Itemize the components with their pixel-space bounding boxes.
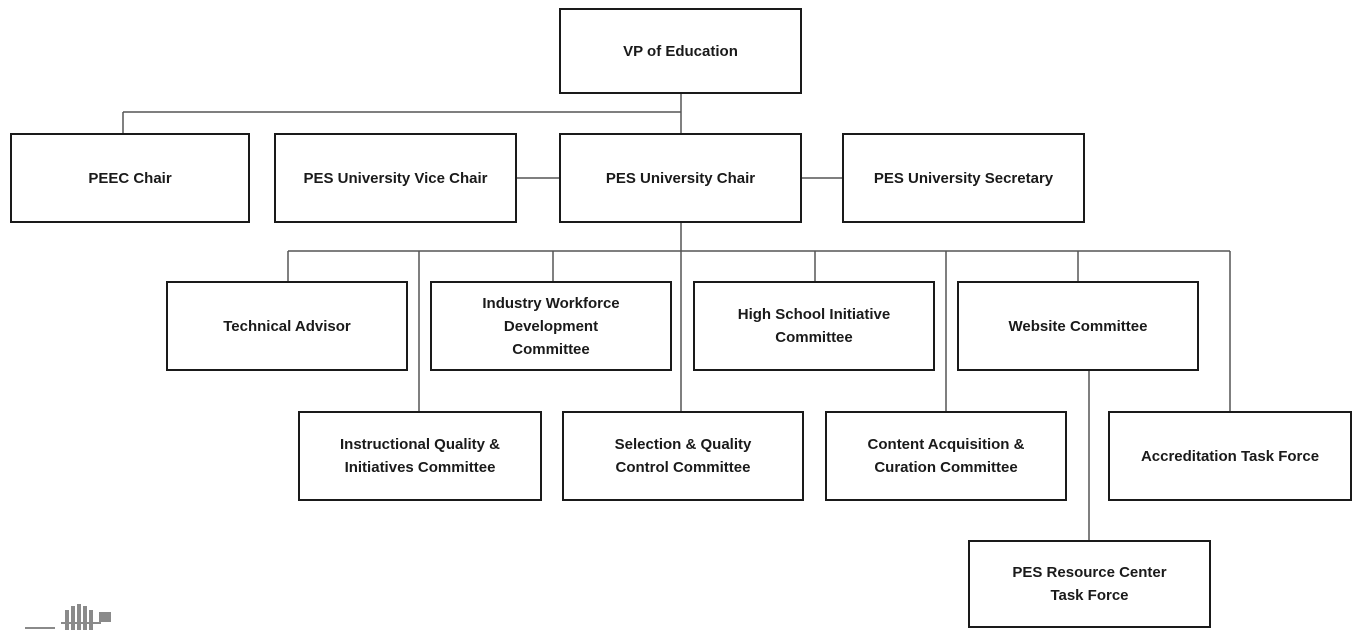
ieee-pes-logo-icon <box>25 604 111 630</box>
node-label: PES University Secretary <box>873 169 1054 187</box>
node-label: VP of Education <box>623 42 738 60</box>
node-label: Industry Workforce Development Committee <box>482 294 620 358</box>
node-technical-advisor: Technical Advisor <box>166 281 408 371</box>
node-label: Selection & Quality Control Committee <box>614 436 752 476</box>
node-content-acquisition-committee: Content Acquisition & Curation Committee <box>825 411 1067 501</box>
node-selection-quality-control-committee: Selection & Quality Control Committee <box>562 411 804 501</box>
node-label: PES University Vice Chair <box>303 169 488 187</box>
node-university-vice-chair: PES University Vice Chair <box>274 133 517 223</box>
node-label: Content Acquisition & Curation Committee <box>867 436 1025 476</box>
node-label: PEEC Chair <box>88 169 172 187</box>
node-label: Technical Advisor <box>223 317 351 335</box>
node-label: Accreditation Task Force <box>1140 447 1320 465</box>
node-label: Instructional Quality & Initiatives Comm… <box>339 436 501 476</box>
node-resource-center-task-force: PES Resource Center Task Force <box>968 540 1211 628</box>
node-university-secretary: PES University Secretary <box>842 133 1085 223</box>
node-label: PES University Chair <box>605 169 756 187</box>
node-vp-of-education: VP of Education <box>559 8 802 94</box>
node-accreditation-task-force: Accreditation Task Force <box>1108 411 1352 501</box>
node-university-chair: PES University Chair <box>559 133 802 223</box>
node-instructional-quality-committee: Instructional Quality & Initiatives Comm… <box>298 411 542 501</box>
node-industry-workforce-committee: Industry Workforce Development Committee <box>430 281 672 371</box>
node-website-committee: Website Committee <box>957 281 1199 371</box>
node-high-school-initiative-committee: High School Initiative Committee <box>693 281 935 371</box>
node-label: PES Resource Center Task Force <box>1012 564 1167 604</box>
node-label: High School Initiative Committee <box>737 306 891 346</box>
node-label: Website Committee <box>1008 317 1148 335</box>
node-peec-chair: PEEC Chair <box>10 133 250 223</box>
